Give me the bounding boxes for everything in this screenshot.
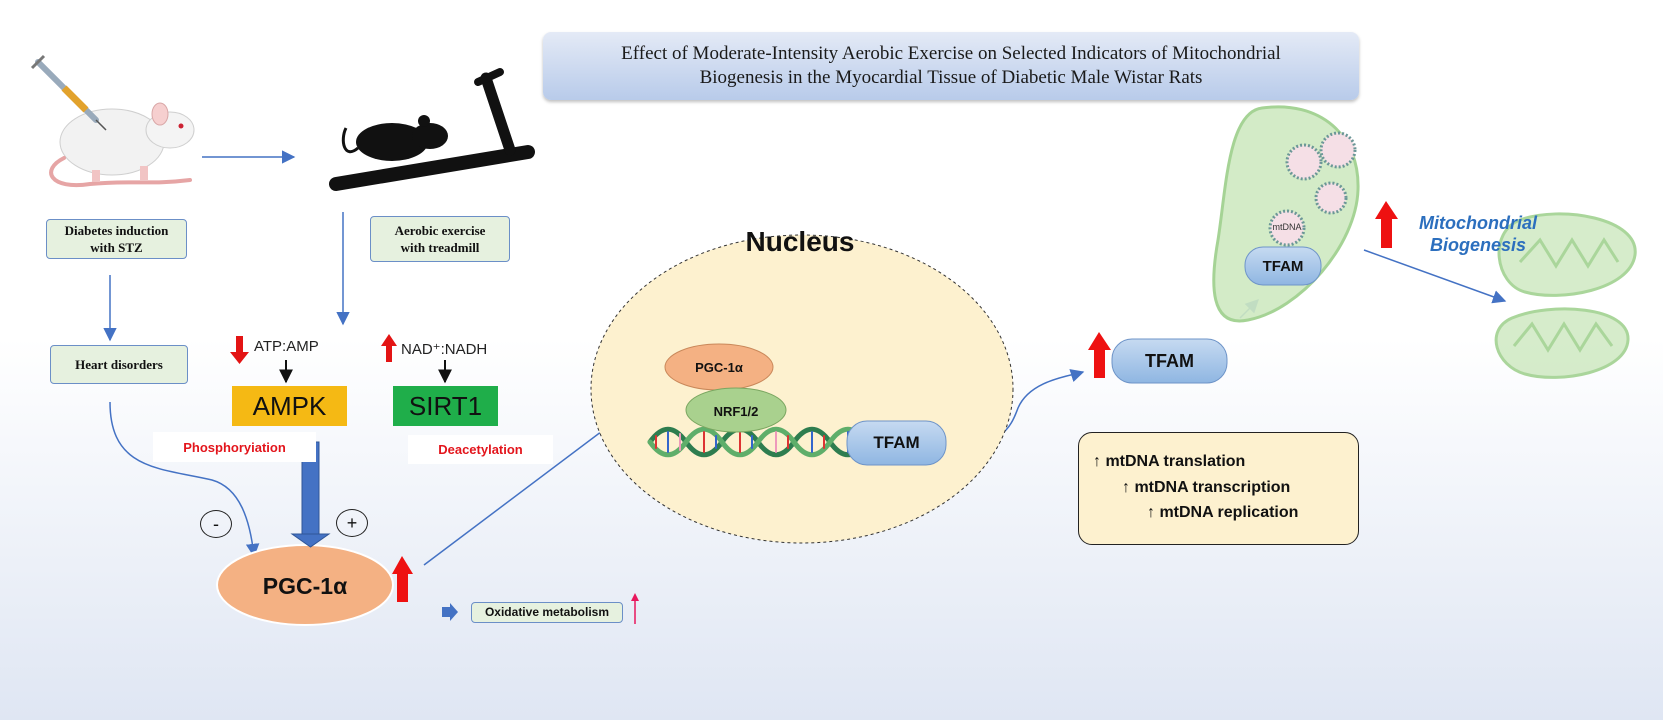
tfam-nucleus-pill-bg [846,420,947,466]
oxidative-label: Oxidative metabolism [484,605,610,619]
exercise-line-2: with treadmill [400,240,480,255]
mito-label-line-1: Mitochondrial [1419,213,1537,233]
pgc1a-nucleus-label: PGC-1α [695,359,743,375]
effect-replication: ↑ mtDNA replication [1147,504,1299,521]
tfam-outside-pill-bg [1111,338,1228,384]
nad-nadh-ratio: NAD⁺:NADH [401,341,488,358]
phosphorylation-label: Phosphoryiation [153,432,316,462]
effect-translation: ↑ mtDNA translation [1093,453,1246,470]
mtdna-label: mtDNA [1272,222,1302,232]
nucleus-ellipse [590,234,1014,544]
rat-icon [49,102,195,188]
diabetes-line-1: Diabetes induction [64,223,169,238]
mitochondrion-large-icon [1212,105,1360,323]
mouse-icon [341,115,448,161]
tfam-outside-label: TFAM [1145,350,1194,371]
title-line-2: Biogenesis in the Myocardial Tissue of D… [699,67,1203,88]
exercise-line-1: Aerobic exercise [394,223,486,238]
sirt1-box: SIRT1 [393,386,498,426]
pgc1a-main-ellipse [216,544,394,626]
title-banner: Effect of Moderate-Intensity Aerobic Exe… [543,32,1359,100]
minus-sign: - [200,510,232,538]
nucleus-title: Nucleus [745,226,855,257]
tfam-red-up-arrow [1088,332,1111,378]
mitochondrion-small-bottom-icon [1494,307,1630,379]
oxidative-block-arrow [442,603,458,621]
mito-red-up-arrow [1375,201,1398,248]
plus-sign: + [336,509,368,537]
pgc1a-main-label: PGC-1α [262,572,348,599]
title-line-1: Effect of Moderate-Intensity Aerobic Exe… [621,43,1281,64]
atp-red-down-arrow [230,336,249,364]
deacetylation-label: Deacetylation [408,435,553,464]
diabetes-line-2: with STZ [90,240,143,255]
thick-down-arrow [290,441,331,548]
red-arrows [230,201,1398,624]
diabetes-induction-box: Diabetes induction with STZ [46,219,187,259]
ampk-box: AMPK [232,386,347,426]
nrf-ellipse [685,387,787,433]
mito-label-line-2: Biogenesis [1429,235,1527,255]
mtdna-effects-box [1078,432,1359,545]
ampk-label: AMPK [252,390,327,421]
tfam-mito-pill-bg [1244,246,1322,286]
heart-label: Heart disorders [75,357,163,372]
atp-amp-ratio: ATP:AMP [254,338,319,355]
nrf-label: NRF1/2 [713,403,759,419]
tfam-mito-label: TFAM [1262,257,1304,275]
heart-disorders-box: Heart disorders [50,345,188,384]
nad-red-up-arrow [381,334,397,362]
treadmill-icon [329,68,535,191]
mitochondrion-small-top-icon [1497,212,1637,297]
syringe-icon [30,54,107,131]
pgc-red-up-arrow [392,556,413,602]
effect-transcription: ↑ mtDNA transcription [1122,479,1291,496]
mitochondrial-biogenesis-label: Mitochondrial Biogenesis [1408,212,1548,256]
tfam-nucleus-label: TFAM [873,433,920,452]
oxidative-metabolism-box: Oxidative metabolism [471,602,623,623]
aerobic-exercise-box: Aerobic exercise with treadmill [370,216,510,262]
sirt1-label: SIRT1 [408,390,483,421]
dna-helix-icon [647,426,869,458]
